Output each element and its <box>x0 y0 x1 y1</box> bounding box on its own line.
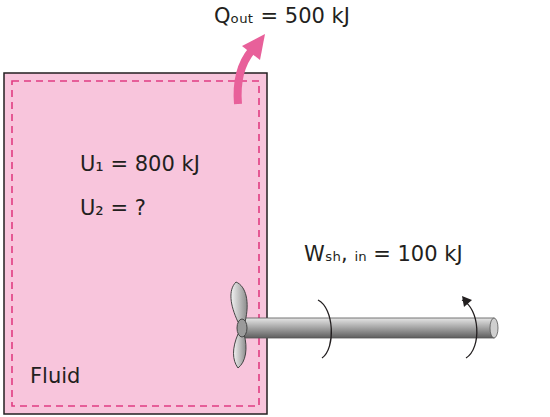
container-outline <box>3 72 268 415</box>
work-label: Wₛₕ, ᵢₙ = 100 kJ <box>304 242 463 266</box>
energy-value: U₁ = 800 kJ <box>80 152 200 176</box>
system-boundary <box>12 81 259 406</box>
fluid-label: Fluid <box>30 364 80 388</box>
rotation-arrow <box>318 296 477 358</box>
heat-arrow <box>238 34 265 104</box>
fluid-container: U₁ = 800 kJ U₂ = ? Fluid <box>3 72 268 415</box>
container-wall <box>4 73 267 414</box>
heat-label: Qₒᵤₜ = 500 kJ <box>214 4 350 28</box>
shaft <box>244 318 498 338</box>
paddle-blades <box>231 282 247 368</box>
energy-value: U₂ = ? <box>80 196 146 220</box>
